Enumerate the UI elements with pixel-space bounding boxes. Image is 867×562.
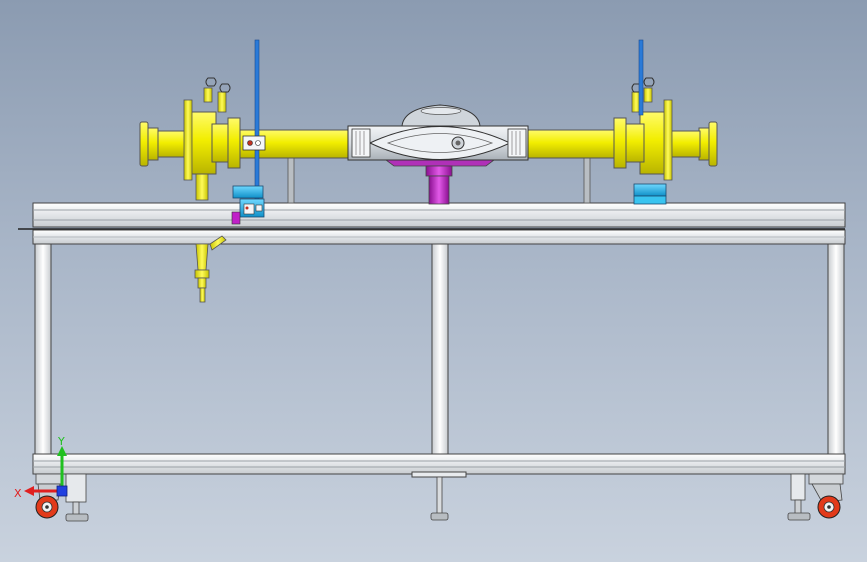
y-axis-label: Y <box>57 435 65 448</box>
left-leveling-foot <box>65 473 89 522</box>
right-caster-wheel <box>808 473 844 519</box>
left-measuring-rod <box>242 39 266 211</box>
right-clamp-block <box>633 183 667 205</box>
center-leveling-foot <box>430 476 449 521</box>
support-frame <box>18 202 846 478</box>
center-post <box>431 243 449 455</box>
right-leveling-foot <box>787 473 811 521</box>
right-measuring-rod <box>638 39 644 116</box>
coordinate-triad: Y X <box>14 435 68 500</box>
top-rail <box>32 202 846 228</box>
right-axle-flange <box>708 121 718 167</box>
x-axis-label: X <box>14 487 22 500</box>
left-drop-arm <box>194 169 227 303</box>
left-clamp-block <box>231 185 265 225</box>
right-post <box>827 243 845 455</box>
left-post <box>34 243 52 455</box>
differential-housing <box>347 104 529 161</box>
center-support-column <box>384 159 496 205</box>
bottom-rail <box>32 453 846 475</box>
left-axle-flange <box>139 121 149 167</box>
z-axis-marker <box>56 485 68 497</box>
